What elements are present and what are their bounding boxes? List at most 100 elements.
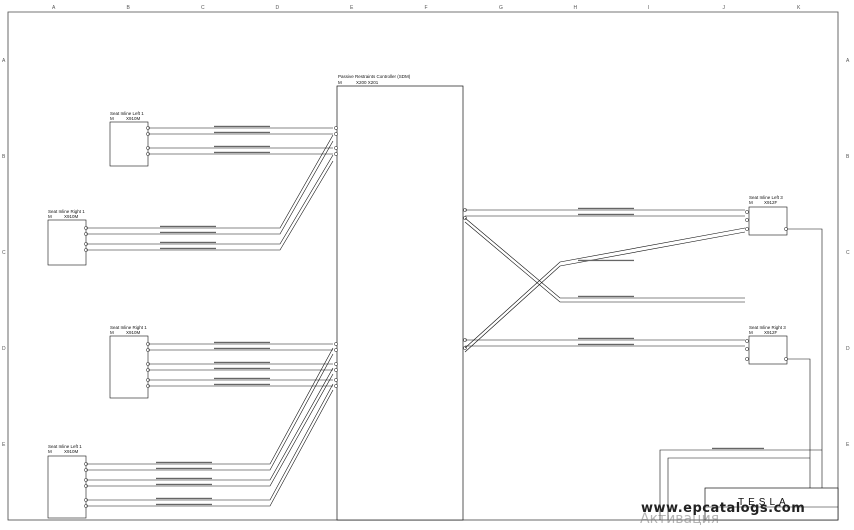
wire-label: [214, 145, 270, 148]
seat-right-1-top-block: Seat Inline Right 1 M X910M: [47, 209, 87, 266]
wire-label: [156, 477, 212, 480]
seat-left-1-top-prefix: M: [110, 116, 114, 121]
grid-label: D: [275, 5, 280, 11]
wire-label: [214, 151, 270, 154]
wire: [86, 389, 334, 507]
title-block: TESLA: [704, 487, 839, 521]
wire-label: [214, 383, 270, 386]
wire: [464, 231, 746, 353]
seat-left-3-code: X912F: [764, 200, 778, 205]
wire-label: [578, 213, 634, 216]
controller-block: Passive Restraints Controller (SDM) M X2…: [336, 74, 464, 521]
connector-pin: [745, 339, 749, 343]
grid-label: G: [499, 5, 503, 11]
grid-label: A: [52, 5, 56, 11]
wire: [464, 227, 746, 349]
connector-pin: [334, 348, 338, 352]
grid-label: C: [201, 5, 205, 11]
connector-pin: [334, 126, 338, 130]
wire: [86, 367, 334, 481]
grid-label: H: [573, 5, 578, 11]
connector-pin: [334, 146, 338, 150]
seat-right-1-top-box: [47, 219, 87, 266]
seat-left-1-bot-box: [47, 455, 87, 519]
title-block-brand: TESLA: [738, 497, 790, 508]
wire: [464, 221, 745, 303]
controller-box: [336, 85, 464, 521]
grid-label: A: [2, 58, 6, 64]
grid-label: D: [846, 346, 850, 352]
seat-left-3-block: Seat Inline Left 3 M X912F: [748, 195, 788, 236]
connector-pin: [334, 384, 338, 388]
return-wire-2: [787, 358, 811, 520]
connector-pin: [334, 342, 338, 346]
wire: [86, 134, 334, 229]
grid-label: B: [126, 5, 130, 11]
seat-left-1-top-code: X910M: [126, 116, 141, 121]
wire-label: [578, 337, 634, 340]
grid-label: B: [2, 154, 6, 160]
wire-label: [160, 247, 216, 250]
wire-label: [156, 497, 212, 500]
grid-label: A: [846, 58, 850, 64]
connector-pin: [334, 152, 338, 156]
wire-label: [214, 347, 270, 350]
connector-pin: [334, 378, 338, 382]
seat-left-1-top-block: Seat Inline Left 1 M X910M: [109, 111, 149, 167]
wire-label: [578, 207, 634, 210]
connector-pin: [745, 347, 749, 351]
wire-label: [214, 361, 270, 364]
return-wires: [659, 228, 823, 520]
seat-left-1-bot-code: X910M: [64, 449, 79, 454]
seat-right-3-box: [748, 335, 788, 365]
seat-right-1-mid-block: Seat Inline Right 1 M X910M: [109, 325, 149, 399]
connector-pin: [745, 210, 749, 214]
wire: [464, 217, 745, 299]
seat-left-1-bot-block: Seat Inline Left 1 M X910M: [47, 444, 87, 519]
seat-right-1-top-title: Seat Inline Right 1: [48, 209, 85, 214]
wire: [86, 154, 334, 245]
seat-right-1-top-code: X910M: [64, 214, 79, 219]
connector-pin: [334, 368, 338, 372]
wire-label: [214, 341, 270, 344]
wire-label: [578, 343, 634, 346]
wire-label: [156, 467, 212, 470]
watermark-site: www.epcatalogs.com: [641, 501, 806, 516]
seat-left-1-top-title: Seat Inline Left 1: [110, 111, 144, 116]
connector-pin: [745, 218, 749, 222]
seat-right-1-mid-code: X910M: [126, 330, 141, 335]
grid-label: F: [424, 5, 428, 11]
wire: [86, 383, 334, 501]
seat-left-3-box: [748, 206, 788, 236]
controller-prefix: M: [338, 80, 342, 85]
return-wire-1: [787, 228, 823, 520]
wire-label: [156, 483, 212, 486]
return-wire-4: [667, 457, 810, 520]
wire: [86, 160, 334, 251]
seat-right-1-top-prefix: M: [48, 214, 52, 219]
connector-pin: [745, 227, 749, 231]
wire-label: [214, 377, 270, 380]
wire-label: [214, 125, 270, 128]
grid-label: B: [846, 154, 850, 160]
grid-label: E: [2, 442, 6, 448]
wire-label: [160, 241, 216, 244]
seat-right-3-prefix: M: [749, 330, 753, 335]
wire-label: [712, 447, 764, 450]
connector-pin: [745, 357, 749, 361]
seat-left-1-bot-title: Seat Inline Left 1: [48, 444, 82, 449]
seat-left-3-title: Seat Inline Left 3: [749, 195, 783, 200]
grid-label: C: [846, 250, 850, 256]
seat-right-1-mid-box: [109, 335, 149, 399]
wire: [86, 347, 334, 465]
wire: [86, 140, 334, 235]
return-wire-3: [659, 449, 822, 520]
wire-label: [578, 259, 634, 262]
wire-label: [160, 225, 216, 228]
grid-label: J: [722, 5, 726, 11]
seat-right-3-title: Seat Inline Right 3: [749, 325, 786, 330]
grid-label: C: [2, 250, 6, 256]
seat-right-3-code: X912F: [764, 330, 778, 335]
